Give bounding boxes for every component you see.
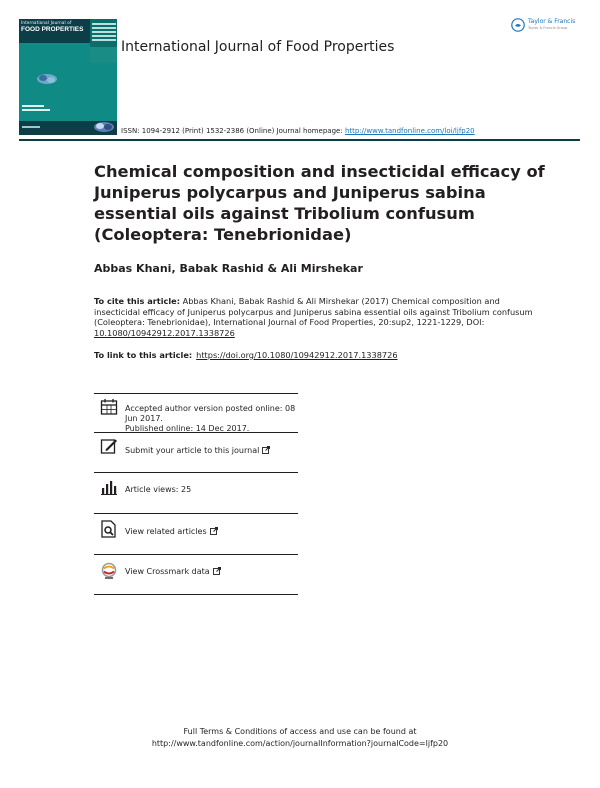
citation-doi-link[interactable]: 10.1080/10942912.2017.1338726: [94, 327, 235, 338]
cover-bottom-band: [19, 121, 117, 135]
publisher-name: Taylor & Francis: [528, 18, 576, 25]
related-articles-label: View related articles: [125, 527, 207, 536]
bar-chart-icon: [101, 481, 117, 495]
search-document-icon: [101, 520, 116, 538]
journal-title: International Journal of Food Properties: [121, 39, 395, 55]
edit-pencil-icon: [100, 439, 117, 454]
citation-label: To cite this article:: [94, 296, 180, 306]
article-views: Article views: 25: [125, 485, 192, 494]
crossmark-icon: [101, 562, 117, 579]
article-authors: Abbas Khani, Babak Rashid & Ali Mirsheka…: [94, 262, 363, 275]
cover-accent: [90, 47, 117, 63]
journal-homepage-link[interactable]: http://www.tandfonline.com/loi/ljfp20: [344, 127, 475, 135]
cover-journal-small: International Journal of: [21, 20, 72, 25]
footer-terms-line: Full Terms & Conditions of access and us…: [183, 727, 417, 736]
cover-side-panel: [90, 19, 117, 47]
panel-divider: [94, 472, 298, 473]
link-label: To link to this article:: [94, 350, 193, 360]
external-link-icon: [209, 527, 218, 535]
cover-molecule-icon: [37, 74, 57, 84]
cover-molecule-icon: [94, 122, 114, 132]
published-date: Published online: 14 Dec 2017.: [125, 424, 250, 433]
article-link-line: To link to this article:https://doi.org/…: [94, 350, 398, 360]
issn-text: ISSN: 1094-2912 (Print) 1532-2386 (Onlin…: [121, 127, 345, 135]
cover-journal-large: FOOD PROPERTIES: [21, 26, 84, 33]
publisher-logo: Taylor & Francis Taylor & Francis Group: [511, 18, 583, 34]
cover-text-line: [22, 109, 50, 111]
citation-text: Abbas Khani, Babak Rashid & Ali Mirsheka…: [94, 296, 533, 328]
citation-block: To cite this article: Abbas Khani, Babak…: [94, 296, 534, 338]
publication-dates: Accepted author version posted online: 0…: [125, 404, 297, 434]
issn-line: ISSN: 1094-2912 (Print) 1532-2386 (Onlin…: [121, 127, 475, 135]
publisher-subtitle: Taylor & Francis Group: [528, 26, 568, 30]
panel-divider: [94, 393, 298, 394]
panel-divider: [94, 432, 298, 433]
external-link-icon: [212, 567, 221, 575]
submit-article-label: Submit your article to this journal: [125, 446, 260, 455]
journal-cover: International Journal of FOOD PROPERTIES: [19, 19, 117, 135]
panel-divider: [94, 594, 298, 595]
accepted-date: Accepted author version posted online: 0…: [125, 404, 296, 423]
article-doi-link[interactable]: https://doi.org/10.1080/10942912.2017.13…: [196, 350, 398, 360]
publisher-logo-icon: [511, 18, 525, 32]
related-articles-link[interactable]: View related articles: [125, 527, 218, 537]
panel-divider: [94, 554, 298, 555]
panel-divider: [94, 513, 298, 514]
crossmark-label: View Crossmark data: [125, 567, 210, 576]
header-divider: [19, 139, 580, 141]
footer-terms-url[interactable]: http://www.tandfonline.com/action/journa…: [151, 739, 449, 748]
calendar-icon: [100, 399, 118, 415]
submit-article-link[interactable]: Submit your article to this journal: [125, 446, 271, 456]
cover-text-line: [22, 105, 44, 107]
crossmark-link[interactable]: View Crossmark data: [125, 567, 221, 577]
article-title: Chemical composition and insecticidal ef…: [94, 162, 545, 244]
external-link-icon: [262, 446, 271, 454]
